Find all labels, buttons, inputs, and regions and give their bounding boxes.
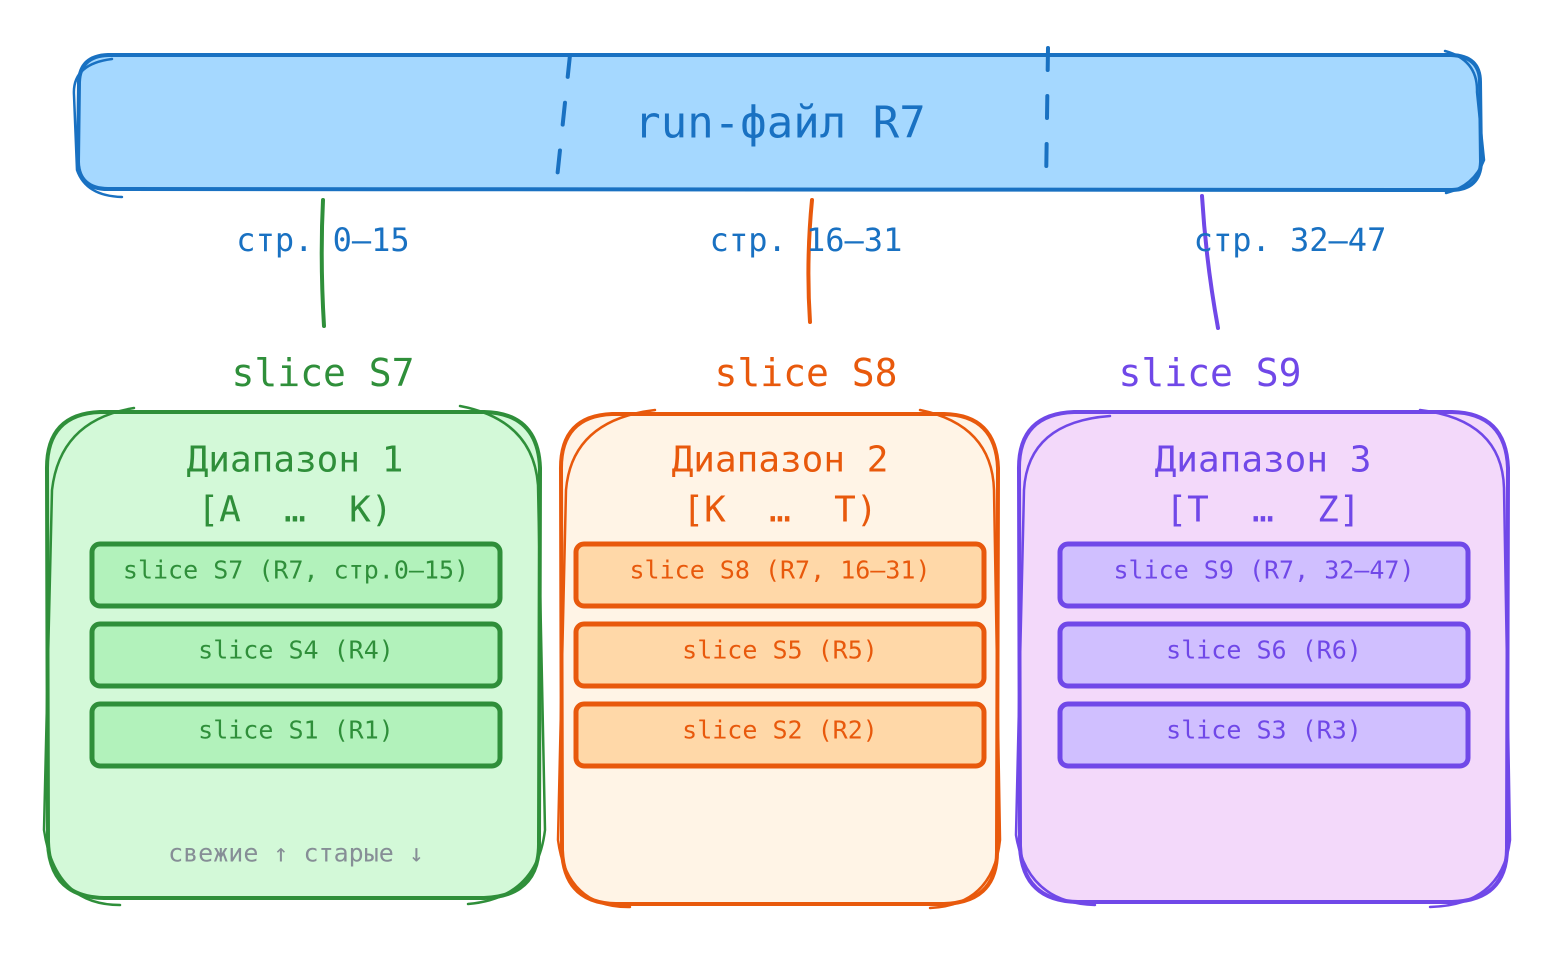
slice-bar-label-2-3: slice S2 (R2): [682, 716, 878, 745]
slice-bar-label-2-2: slice S5 (R5): [682, 636, 878, 665]
run-file-divider-2: [1044, 46, 1050, 190]
range-bounds-1: [А … К): [197, 490, 392, 531]
range-bounds-2: [К … Т): [682, 490, 877, 531]
page-label-2: стр. 16–31: [710, 221, 903, 259]
connector-line-3: [1200, 194, 1220, 330]
range-box-outline-2-2: [556, 408, 1002, 910]
slice-bar-label-3-3: slice S3 (R3): [1166, 716, 1362, 745]
slice-label-2: slice S8: [714, 351, 897, 395]
slice-bar-label-3-1: slice S9 (R7, 32–47): [1113, 556, 1414, 585]
slice-bar-3-3: [1057, 701, 1471, 769]
range-box-outline-2-1: [42, 404, 547, 907]
slice-label-3: slice S9: [1118, 351, 1301, 395]
slice-bar-label-2-1: slice S8 (R7, 16–31): [629, 556, 930, 585]
range-box-outline-1: [44, 410, 542, 900]
run-file-label: run-файл R7: [634, 98, 925, 149]
recency-note: свежие ↑ старые ↓: [168, 839, 424, 868]
range-box-outline-2-3: [1014, 408, 1512, 909]
slice-bar-label-1-2: slice S4 (R4): [198, 636, 394, 665]
range-title-3: Диапазон 3: [1155, 440, 1372, 481]
slice-bar-2-2: [573, 621, 987, 689]
connector-line-2: [806, 198, 814, 324]
range-box-outline-2: [558, 412, 1000, 906]
range-group-3: стр. 32–47 slice S9 Диапазон 3 [Т … Z] s…: [1014, 194, 1512, 909]
slice-label-1: slice S7: [231, 351, 414, 395]
run-file-outline-2: [72, 49, 1486, 199]
slice-bar-3-1: [1057, 541, 1471, 609]
run-file-divider-1: [554, 53, 572, 190]
run-file-fill: [80, 55, 1480, 190]
page-label-3: стр. 32–47: [1194, 221, 1387, 259]
slice-bar-1-3: [89, 701, 503, 769]
range-box-outline-3: [1016, 410, 1510, 904]
range-bounds-3: [Т … Z]: [1165, 490, 1360, 531]
slice-bar-1-2: [89, 621, 503, 689]
range-group-2: стр. 16–31 slice S8 Диапазон 2 [К … Т) s…: [556, 198, 1002, 910]
slice-bar-2-1: [573, 541, 987, 609]
slice-bar-label-1-1: slice S7 (R7, стр.0–15): [123, 556, 469, 585]
range-group-1: стр. 0–15 slice S7 Диапазон 1 [А … К) sl…: [42, 198, 547, 907]
page-label-1: стр. 0–15: [236, 221, 409, 259]
slice-bar-label-1-3: slice S1 (R1): [198, 716, 394, 745]
slice-bar-label-3-2: slice S6 (R6): [1166, 636, 1362, 665]
range-title-2: Диапазон 2: [672, 440, 889, 481]
range-title-1: Диапазон 1: [187, 440, 404, 481]
run-file-bar: run-файл R7: [72, 46, 1486, 199]
slice-bar-2-3: [573, 701, 987, 769]
slice-bar-3-2: [1057, 621, 1471, 689]
slice-bar-1-1: [89, 541, 503, 609]
connector-line-1: [319, 198, 326, 328]
